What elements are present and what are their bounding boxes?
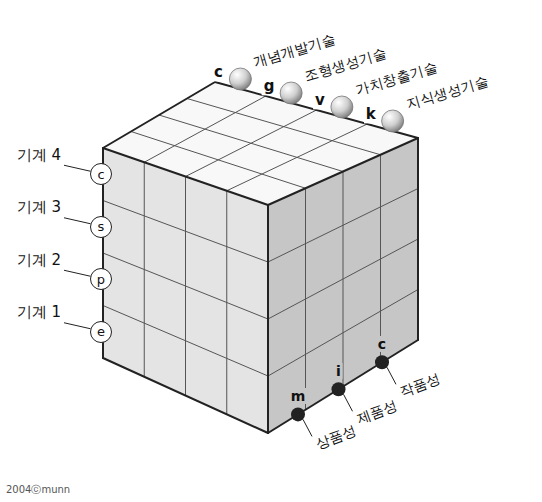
- cube-edge: [103, 82, 215, 148]
- axis-circle: 기계 2p: [90, 268, 112, 290]
- axis-letter: e: [91, 322, 111, 342]
- cube-edge: [103, 358, 268, 433]
- axis-label: 기계 2: [17, 252, 61, 269]
- grid-line: [268, 290, 418, 377]
- grid-line: [103, 306, 268, 377]
- leader-line: [344, 394, 353, 411]
- axis-letter: c: [91, 164, 111, 184]
- axis-letter: c: [376, 336, 388, 352]
- axis-label: 기계 3: [17, 199, 61, 216]
- axis-letter: s: [91, 217, 111, 237]
- axis-circle: 기계 4c: [90, 163, 112, 185]
- axis-dot: [291, 407, 305, 421]
- axis-label: 상품성: [313, 422, 358, 451]
- leader-line: [387, 367, 396, 384]
- axis-dot: [375, 355, 389, 369]
- cube-edge: [268, 340, 418, 433]
- leader-line: [303, 419, 312, 436]
- axis-circle: 기계 3s: [90, 216, 112, 238]
- cube-edge: [103, 148, 268, 205]
- watermark: 2004ⓒmunn: [6, 484, 70, 496]
- axis-sphere: [382, 110, 404, 132]
- axis-letter: p: [91, 269, 111, 289]
- leader-line: [64, 323, 91, 329]
- leader-line: [64, 165, 91, 171]
- grid-line: [268, 239, 418, 319]
- grid-line: [159, 115, 343, 172]
- axis-letter: c: [212, 64, 225, 81]
- axis-letter: m: [289, 388, 308, 404]
- grid-line: [380, 155, 381, 364]
- axis-label: 기계 4: [17, 147, 61, 164]
- cube-edge: [268, 138, 418, 205]
- axis-label: 기계 1: [17, 304, 61, 321]
- axis-sphere: [280, 82, 302, 104]
- leader-line: [64, 218, 91, 224]
- axis-label: 작품성: [397, 370, 442, 399]
- axis-letter: k: [364, 106, 378, 123]
- axis-letter: i: [334, 363, 343, 379]
- cube-edge: [267, 205, 269, 433]
- axis-sphere: [331, 96, 353, 118]
- leader-line: [64, 270, 91, 276]
- axis-circle: 기계 1e: [90, 321, 112, 343]
- cube-edge: [417, 138, 419, 340]
- cube-edge: [215, 82, 418, 138]
- axis-label: 제품성: [354, 397, 399, 426]
- axis-letter: g: [262, 78, 277, 95]
- grid-line: [103, 253, 268, 319]
- grid-line: [226, 191, 227, 415]
- axis-dot: [332, 382, 346, 396]
- cube-right-face: [268, 138, 418, 433]
- axis-letter: v: [313, 92, 327, 109]
- cube-front-face: [103, 148, 268, 433]
- axis-sphere: [229, 68, 251, 90]
